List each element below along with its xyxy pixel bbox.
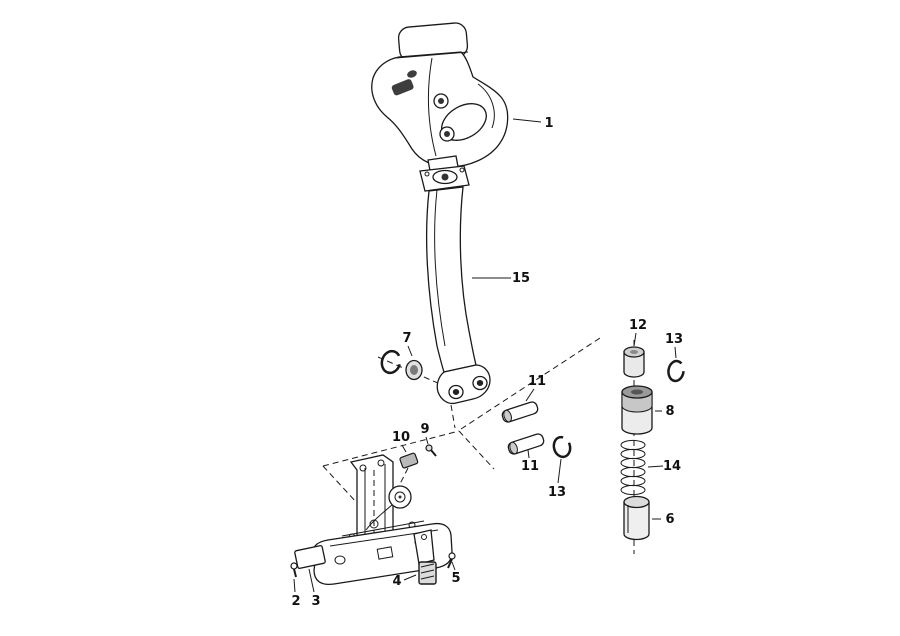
bushing-12-bore (630, 350, 638, 354)
pivot-center (398, 495, 402, 499)
screw-part2 (290, 562, 298, 578)
snap-ring-13-lower (552, 435, 572, 459)
base-plate-hole (334, 555, 346, 565)
handle-ridge-line (477, 83, 495, 129)
flange-hole (459, 167, 465, 173)
switch-arm (413, 529, 435, 565)
cross-bar-top (341, 520, 425, 537)
callout-11-lower: 11 (521, 459, 539, 474)
callout-6: 6 (665, 512, 674, 527)
cylinder-part8 (621, 385, 653, 435)
screw-part5 (447, 552, 456, 569)
screw-part9 (425, 444, 437, 457)
bracket-hole (369, 519, 379, 529)
callout-11-upper: 11 (528, 374, 546, 389)
callout-7: 7 (402, 331, 411, 346)
mount-plane-dashed-line (458, 430, 495, 470)
shaft-body (425, 186, 477, 373)
mount-plane-dashed-line (322, 465, 358, 504)
pivot-boss-bore (394, 491, 406, 503)
connector-hatch (420, 575, 435, 580)
handle-screw (438, 98, 444, 104)
pin-lower (507, 433, 545, 455)
callout-9: 9 (420, 422, 429, 437)
diagonal-axis-dashed-line (460, 337, 601, 430)
snap-ring-7 (380, 349, 402, 375)
lever-shaft (419, 165, 491, 405)
handle-seam-line (428, 57, 437, 157)
block-part10 (399, 452, 419, 469)
handle-cap-seam (395, 51, 469, 59)
flange-hole (424, 171, 430, 177)
handle-button (391, 79, 414, 96)
callout-1: 1 (544, 116, 553, 131)
callout-3: 3 (311, 594, 320, 609)
lever-to-base-dashed-line (450, 404, 456, 429)
connector-hatch (420, 569, 435, 574)
handle-assembly (371, 22, 509, 177)
handle-screw (444, 131, 450, 137)
callout-5: 5 (451, 571, 460, 586)
bracket-hole (359, 464, 367, 472)
pins-part11 (501, 401, 545, 455)
callout-14: 14 (663, 459, 681, 474)
handle-small-button (407, 70, 417, 78)
callout-2: 2 (291, 594, 300, 609)
mount-plane-dashed-line (322, 430, 460, 467)
fork-eyelet-hole (452, 389, 460, 395)
bracket-hole (377, 459, 385, 467)
callout-8: 8 (665, 404, 674, 419)
base-plate-notch (376, 546, 394, 560)
bushing-part12 (623, 346, 645, 378)
callout-10: 10 (392, 430, 410, 445)
pivot-link-line (365, 504, 393, 531)
callout-leaders (293, 118, 677, 593)
callout-13-lower: 13 (548, 485, 566, 500)
cylinder-8-top-detail (631, 389, 643, 395)
fork-eyelet-hole (476, 380, 484, 386)
handle-body (371, 51, 509, 168)
callout-labels: 1 15 7 12 13 8 11 11 13 14 6 10 9 4 5 2 … (291, 116, 683, 609)
bushing-7-bore (410, 365, 418, 375)
pin-upper (501, 401, 539, 423)
callout-4: 4 (392, 574, 401, 589)
callout-12: 12 (629, 318, 647, 333)
switch-arm-hole (421, 534, 427, 540)
shaft-contour-line (434, 189, 446, 347)
switch-part4 (413, 529, 437, 585)
ring-and-bushing-part7 (380, 349, 423, 381)
spring-part14 (620, 439, 646, 496)
snap-ring-13-upper (667, 359, 685, 383)
shaft-flange-center (441, 173, 449, 181)
callout-13-upper: 13 (665, 332, 683, 347)
cylinder-part6 (623, 495, 650, 541)
callout-15: 15 (512, 271, 530, 286)
connector-hatch (420, 563, 435, 568)
cover-plate-part3 (294, 545, 326, 569)
